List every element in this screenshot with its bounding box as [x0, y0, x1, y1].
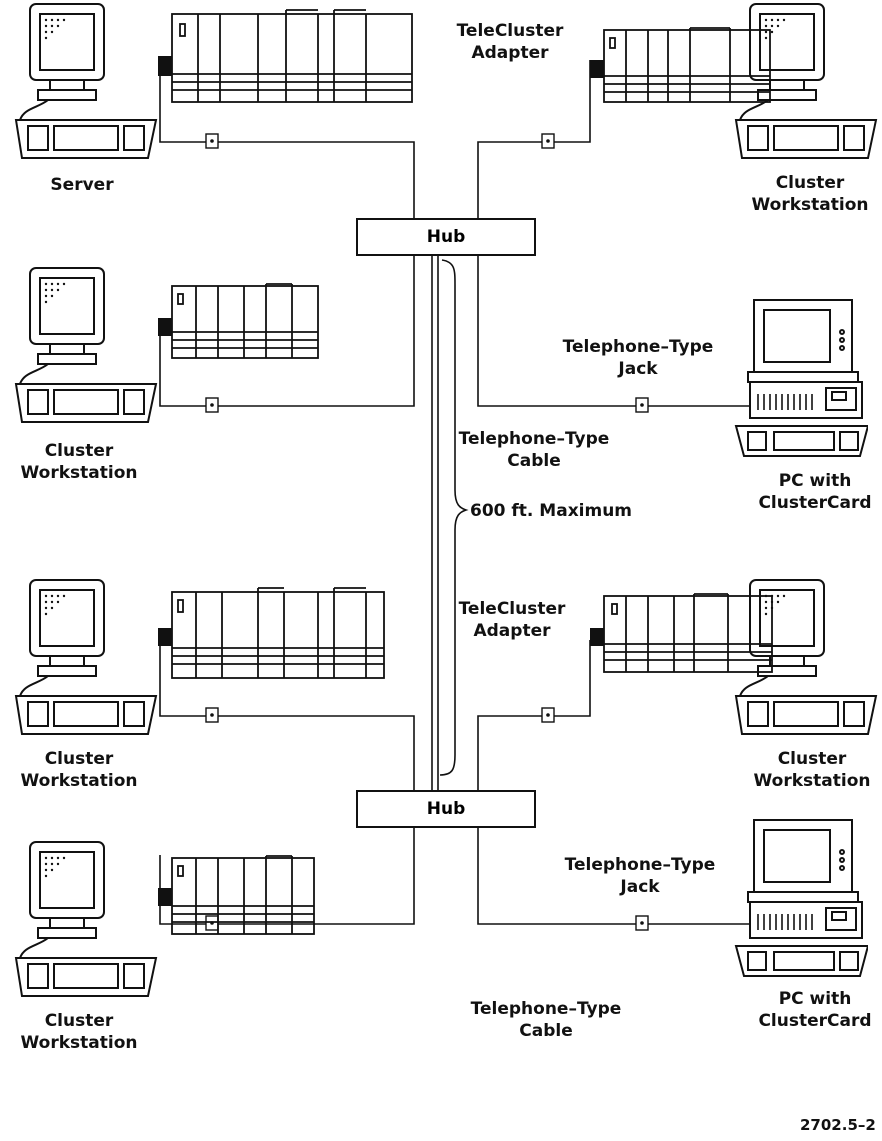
- cable-ws-mid-left: [159, 256, 415, 407]
- label-ws-bottom-left: Cluster Workstation: [20, 1011, 138, 1053]
- workstation-icon: [734, 579, 878, 735]
- adapter-rack-icon: [158, 855, 315, 935]
- label-ws-top-right: Cluster Workstation: [751, 173, 869, 215]
- workstation-icon: [14, 3, 158, 159]
- label-pc-bottom: PC with ClusterCard: [758, 989, 872, 1031]
- workstation-icon: [734, 3, 878, 159]
- cable-tc-adapter-mid: [477, 640, 591, 792]
- label-cable-top: Telephone–Type Cable: [458, 429, 610, 471]
- label-cable-bottom: Telephone–Type Cable: [470, 999, 622, 1041]
- adapter-rack-icon: [590, 593, 773, 673]
- workstation-icon: [14, 267, 158, 423]
- workstation-icon: [14, 579, 158, 735]
- workstation-icon: [14, 841, 158, 997]
- adapter-rack-icon: [158, 283, 319, 359]
- label-tc-adapter-mid: TeleCluster Adapter: [458, 599, 566, 641]
- cable-tc-adapter-top: [477, 60, 591, 218]
- cable-pc-bottom: [477, 828, 750, 925]
- pc-icon: [734, 299, 868, 457]
- label-jack-bottom: Telephone–Type Jack: [564, 855, 716, 897]
- length-brace: [439, 259, 469, 776]
- adapter-rack-icon: [590, 27, 771, 103]
- cable-ws-lower-left: [159, 640, 415, 792]
- label-server: Server: [50, 175, 114, 195]
- label-ws-lower-right: Cluster Workstation: [753, 749, 871, 791]
- adapter-rack-icon: [158, 587, 385, 679]
- hub-upper: Hub: [356, 218, 536, 256]
- figure-id: 2702.5–2: [800, 1116, 876, 1134]
- label-jack-top: Telephone–Type Jack: [562, 337, 714, 379]
- label-ws-mid-left: Cluster Workstation: [20, 441, 138, 483]
- cable-server: [159, 75, 415, 218]
- label-tc-adapter-top: TeleCluster Adapter: [456, 21, 564, 63]
- cable-pc-top: [477, 256, 750, 407]
- pc-icon: [734, 819, 868, 977]
- label-ws-lower-left: Cluster Workstation: [20, 749, 138, 791]
- label-pc-top: PC with ClusterCard: [758, 471, 872, 513]
- adapter-rack-icon: [158, 9, 413, 103]
- hub-lower: Hub: [356, 790, 536, 828]
- label-max-length: 600 ft. Maximum: [470, 501, 633, 521]
